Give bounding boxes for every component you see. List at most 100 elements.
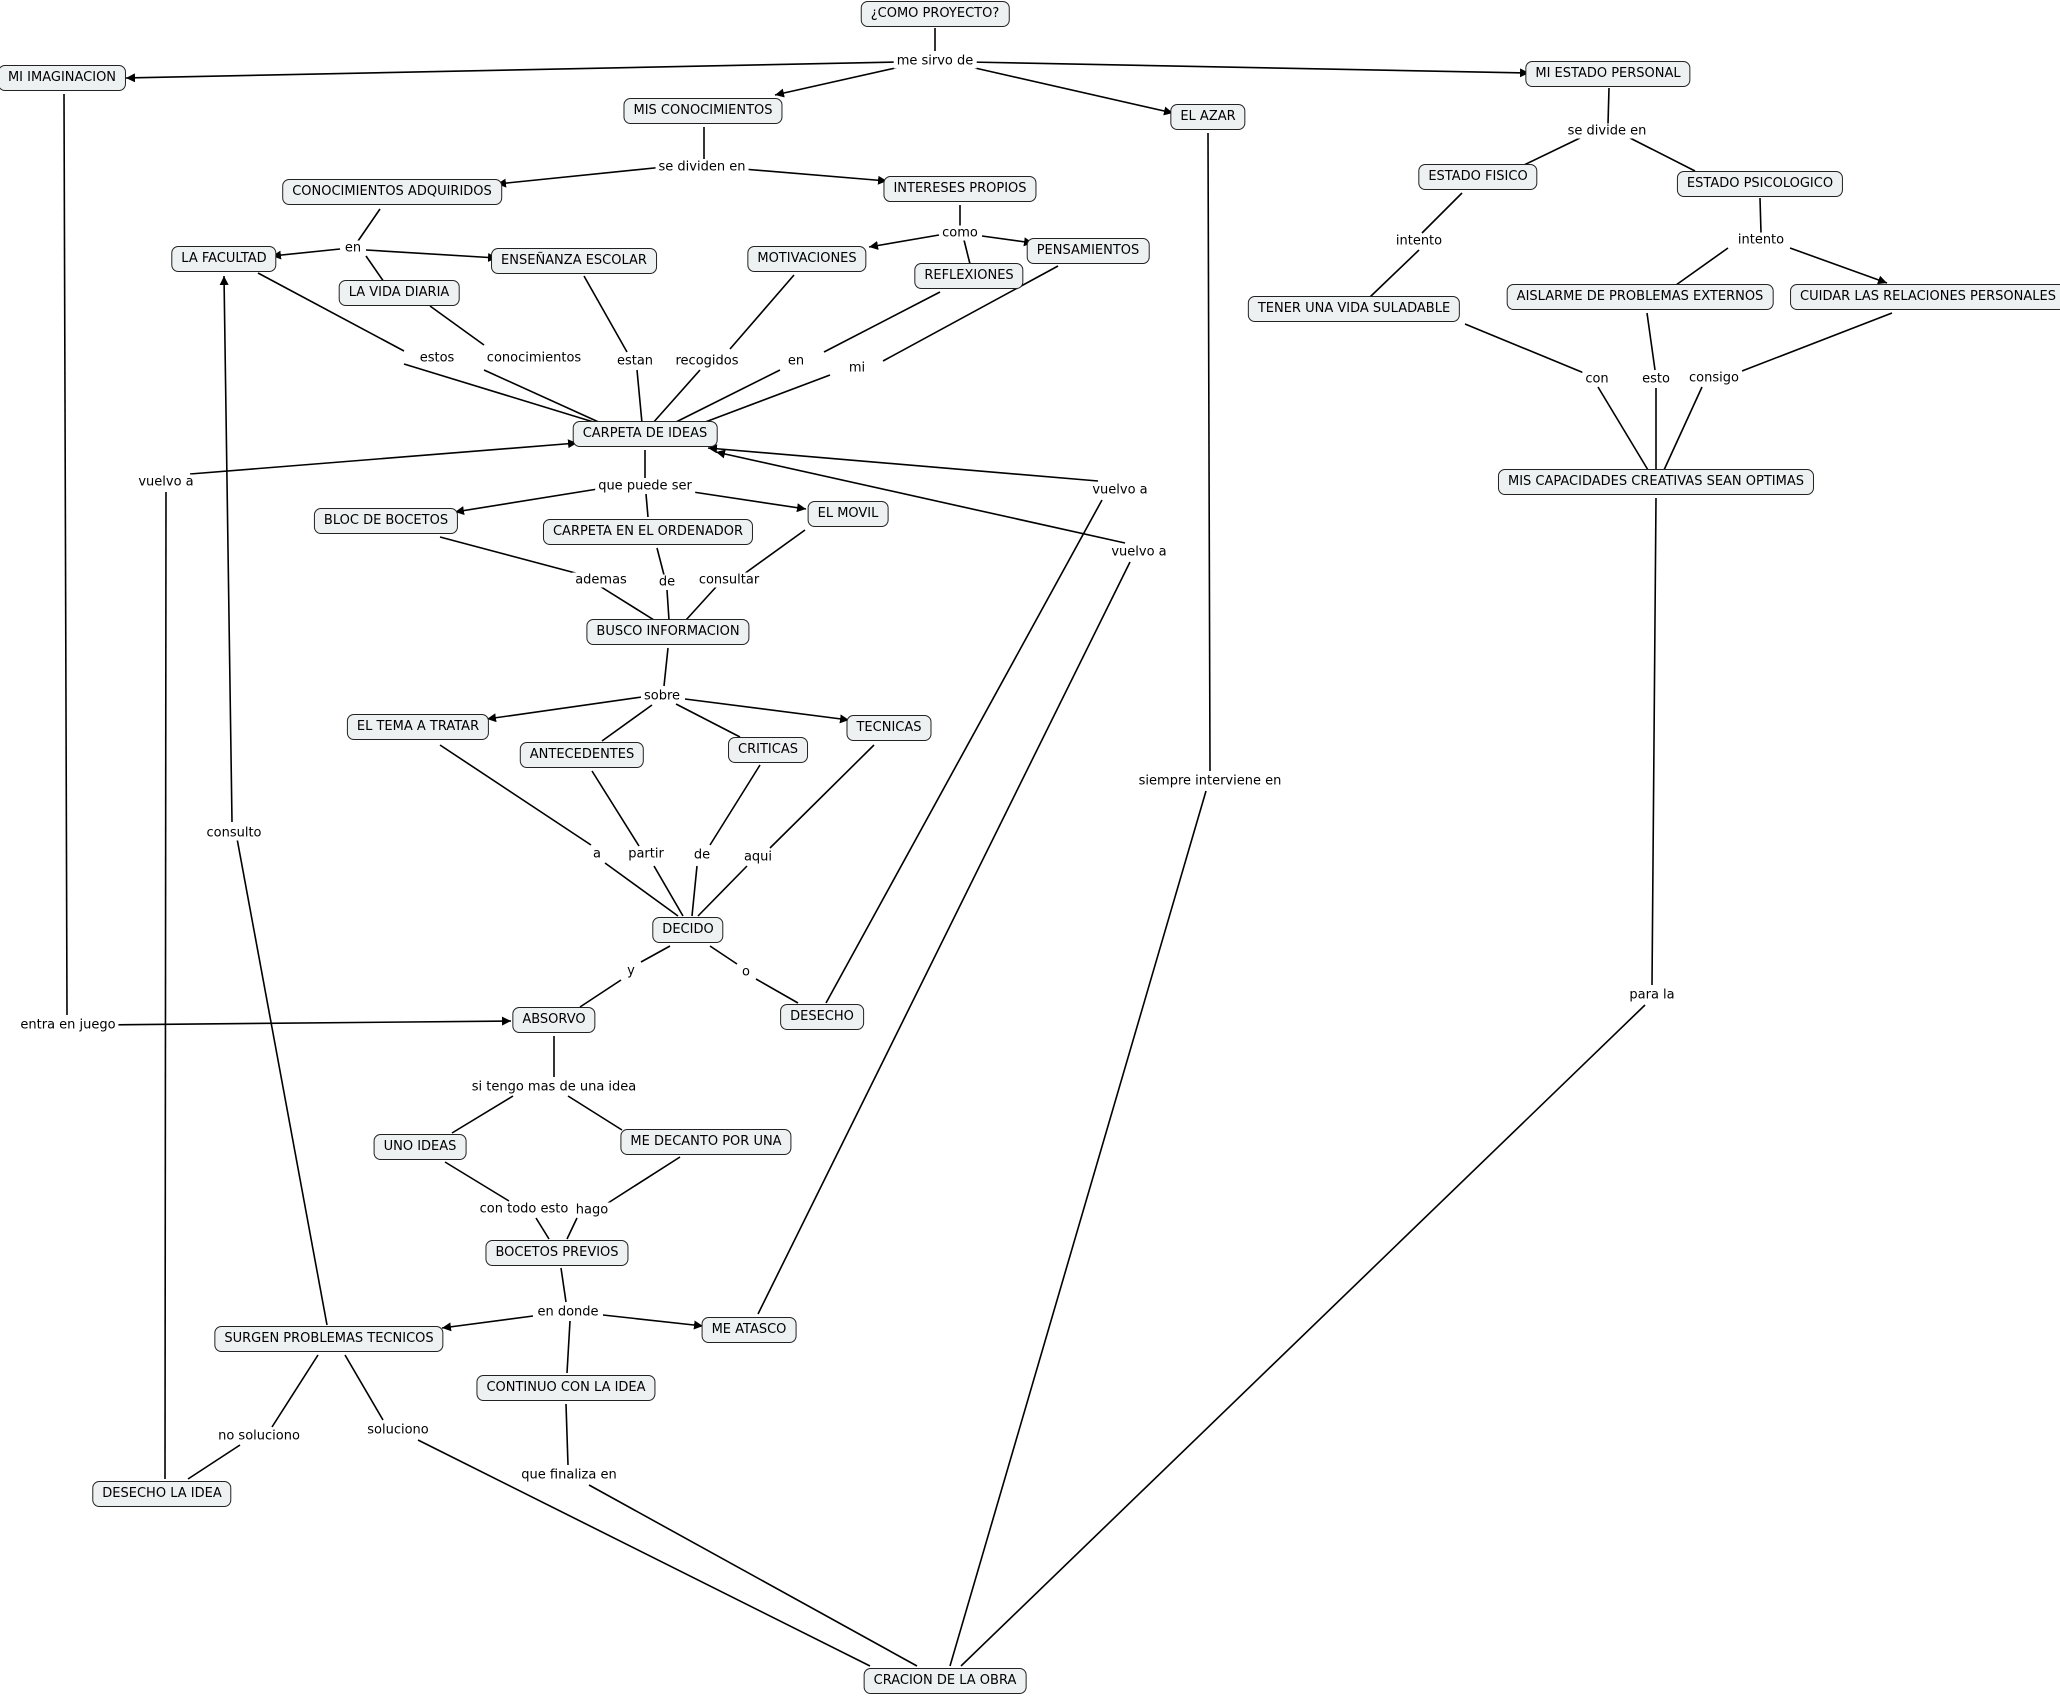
node-decido[interactable]: DECIDO	[652, 917, 724, 943]
line-connector-41	[1663, 386, 1703, 471]
node-me-decanto[interactable]: ME DECANTO POR UNA	[620, 1129, 792, 1155]
node-el-azar[interactable]: EL AZAR	[1170, 104, 1246, 130]
link-intento-fisico: intento	[1392, 233, 1446, 249]
link-recogidos: recogidos	[672, 353, 742, 369]
line-connector-36	[1464, 323, 1585, 374]
node-mis-capacidades[interactable]: MIS CAPACIDADES CREATIVAS SEAN OPTIMAS	[1497, 469, 1815, 495]
node-desecho[interactable]: DESECHO	[780, 1004, 864, 1030]
line-connector-55	[685, 586, 717, 621]
node-desecho-la-idea[interactable]: DESECHO LA IDEA	[92, 1481, 232, 1507]
line-connector-76	[63, 93, 68, 1016]
node-como-proyecto[interactable]: ¿COMO PROYECTO?	[860, 1, 1010, 27]
arrow-connector-6	[496, 166, 665, 188]
node-criticas[interactable]: CRITICAS	[728, 737, 808, 763]
node-estado-fisico[interactable]: ESTADO FISICO	[1418, 164, 1538, 190]
arrow-connector-2	[967, 61, 1530, 78]
line-connector-69	[640, 945, 671, 963]
line-connector-59	[601, 704, 653, 742]
arrow-connector-13	[868, 234, 940, 250]
line-connector-85	[535, 1217, 550, 1240]
link-conocimientos: conocimientos	[483, 350, 585, 366]
line-connector-92	[565, 1403, 569, 1466]
link-consultar: consultar	[695, 572, 763, 588]
line-connector-25	[403, 363, 601, 425]
node-continuo[interactable]: CONTINUO CON LA IDEA	[476, 1375, 656, 1401]
arrow-connector-48	[692, 491, 807, 513]
line-connector-72	[755, 978, 799, 1004]
line-connector-24	[257, 272, 405, 352]
arrow-connector-58	[684, 698, 850, 724]
line-connector-60	[675, 703, 741, 738]
link-que-puede-ser: que puede ser	[595, 478, 695, 494]
link-y: y	[624, 963, 638, 979]
node-el-movil[interactable]: EL MOVIL	[807, 501, 889, 527]
node-motivaciones[interactable]: MOTIVACIONES	[747, 246, 867, 272]
link-esto: esto	[1639, 371, 1673, 387]
node-mis-conocimientos[interactable]: MIS CONOCIMIENTOS	[623, 98, 783, 124]
link-vuelvo-a-desecho: vuelvo a	[1089, 482, 1151, 498]
node-mi-imaginacion[interactable]: MI IMAGINACION	[0, 65, 127, 91]
line-connector-62	[604, 862, 679, 917]
node-la-facultad[interactable]: LA FACULTAD	[171, 246, 277, 272]
node-la-vida-diaria[interactable]: LA VIDA DIARIA	[338, 280, 460, 306]
link-sobre: sobre	[640, 688, 684, 704]
line-connector-61	[439, 744, 592, 846]
line-connector-64	[653, 865, 684, 917]
node-surgen-problemas[interactable]: SURGEN PROBLEMAS TECNICOS	[214, 1326, 444, 1352]
node-cuidar-relaciones[interactable]: CUIDAR LAS RELACIONES PERSONALES	[1790, 284, 2060, 310]
line-connector-98	[344, 1354, 384, 1421]
node-absorvo[interactable]: ABSORVO	[512, 1007, 596, 1033]
line-connector-97	[187, 1444, 241, 1480]
link-con-todo-esto: con todo esto	[476, 1201, 572, 1217]
node-carpeta-ordenador[interactable]: CARPETA EN EL ORDENADOR	[542, 519, 754, 545]
line-connector-74	[757, 561, 1131, 1315]
arrow-connector-14	[981, 235, 1034, 247]
arrow-connector-47	[454, 487, 605, 516]
link-para-la: para la	[1626, 987, 1678, 1003]
link-se-dividen-en: se dividen en	[655, 159, 749, 175]
line-connector-52	[656, 547, 665, 576]
link-con: con	[1582, 371, 1612, 387]
line-connector-40	[1741, 312, 1893, 372]
line-connector-96	[271, 1354, 319, 1428]
node-me-atasco[interactable]: ME ATASCO	[701, 1317, 797, 1343]
arrow-connector-75	[96, 1016, 512, 1026]
node-ensenanza-escolar[interactable]: ENSEÑANZA ESCOLAR	[491, 248, 657, 274]
line-connector-37	[1597, 386, 1649, 471]
line-connector-77	[1207, 132, 1211, 772]
node-intereses-propios[interactable]: INTERESES PROPIOS	[883, 176, 1037, 202]
node-el-tema[interactable]: EL TEMA A TRATAR	[346, 714, 490, 740]
node-antecedentes[interactable]: ANTECEDENTES	[519, 742, 645, 768]
line-connector-66	[691, 865, 698, 917]
node-tener-vida-saludable[interactable]: TENER UNA VIDA SULADABLE	[1247, 296, 1461, 322]
line-connector-31	[651, 369, 701, 425]
node-cracion-obra[interactable]: CRACION DE LA OBRA	[863, 1668, 1027, 1694]
node-bloc-de-bocetos[interactable]: BLOC DE BOCETOS	[313, 508, 459, 534]
link-a: a	[590, 846, 604, 862]
link-se-divide-en: se divide en	[1564, 123, 1650, 139]
link-hago: hago	[572, 1202, 612, 1218]
node-estado-psicologico[interactable]: ESTADO PSICOLOGICO	[1676, 171, 1844, 197]
link-en: en	[341, 240, 365, 256]
line-connector-87	[566, 1217, 578, 1240]
node-pensamientos[interactable]: PENSAMIENTOS	[1026, 238, 1150, 264]
arrow-connector-7	[742, 168, 888, 185]
node-reflexiones[interactable]: REFLEXIONES	[914, 263, 1024, 289]
line-connector-32	[823, 291, 941, 353]
node-aislarme[interactable]: AISLARME DE PROBLEMAS EXTERNOS	[1506, 284, 1774, 310]
node-tecnicas[interactable]: TECNICAS	[846, 715, 932, 741]
node-mi-estado-personal[interactable]: MI ESTADO PERSONAL	[1525, 61, 1691, 87]
link-vuelvo-a-desecho-idea: vuelvo a	[135, 474, 197, 490]
node-uno-ideas[interactable]: UNO IDEAS	[373, 1134, 467, 1160]
arrow-connector-89	[441, 1315, 534, 1332]
node-conocimientos-adquiridos[interactable]: CONOCIMIENTOS ADQUIRIDOS	[282, 179, 502, 205]
line-connector-56	[663, 647, 669, 687]
link-en-reflexiones: en	[784, 353, 808, 369]
node-carpeta-de-ideas[interactable]: CARPETA DE IDEAS	[572, 421, 718, 447]
link-no-soluciono: no soluciono	[215, 1428, 303, 1444]
node-busco-informacion[interactable]: BUSCO INFORMACION	[586, 619, 750, 645]
line-connector-30	[729, 274, 795, 350]
line-connector-22	[1675, 247, 1729, 286]
node-bocetos-previos[interactable]: BOCETOS PREVIOS	[485, 1240, 629, 1266]
line-connector-53	[666, 589, 670, 621]
